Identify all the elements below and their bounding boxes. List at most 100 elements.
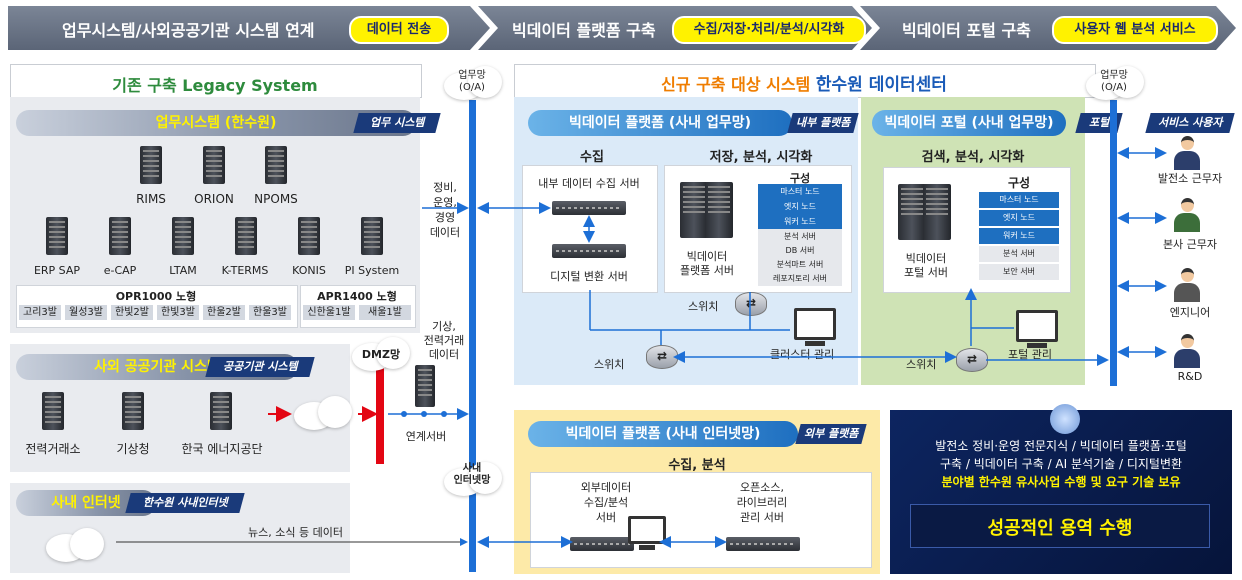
collect-server-label: 내부 데이터 수집 서버: [538, 177, 640, 190]
system-label: RIMS: [136, 192, 166, 206]
ota-left-label: 업무망 (O/A): [458, 70, 486, 93]
news-data-label: 뉴스, 소식 등 데이터: [248, 526, 343, 539]
component-label: 분석 서버: [758, 229, 842, 244]
component-label: 분석마트 서버: [758, 257, 842, 272]
plant-label: 한빛2발: [111, 305, 153, 320]
storage-title: 저장, 분석, 시각화: [709, 150, 813, 165]
portal-section-title: 검색, 분석, 시각화: [921, 150, 1025, 165]
server-icon: [203, 146, 225, 184]
portal-mgmt-label: 포털 관리: [1008, 348, 1052, 361]
system-label: K-TERMS: [221, 264, 269, 277]
component-label: 워커 노드: [758, 214, 842, 229]
rack-server-icon: [552, 244, 626, 258]
bigdata-internal-title: 빅데이터 플랫폼 (사내 업무망): [528, 110, 792, 136]
external-box: [530, 472, 872, 568]
server-icon: [361, 217, 383, 255]
oss-server-label: 오픈소스, 라이브러리 관리 서버: [736, 481, 788, 524]
server-icon: [265, 146, 287, 184]
user-label: 발전소 근무자: [1157, 172, 1223, 185]
banner-step-2-pill: 수집/저장·처리/분석/시각화: [672, 16, 866, 44]
business-systems-title: 업무시스템 (한수원): [16, 110, 416, 136]
component-label: 보안 서버: [979, 264, 1059, 280]
component-label: 분석 서버: [979, 246, 1059, 262]
switch-bottom-label: 스위치: [594, 358, 625, 371]
system-label: KONIS: [292, 264, 326, 277]
banner-step-3-pill: 사용자 웹 분석 서비스: [1052, 16, 1218, 44]
decorative-circle: [1050, 404, 1080, 434]
dmz-line: [376, 358, 384, 464]
server-icon: [705, 182, 733, 238]
server-icon: [172, 217, 194, 255]
laptop-icon: [628, 516, 666, 550]
component-label: 레포지토리 서버: [758, 271, 842, 286]
system-label: 전력거래소: [25, 442, 81, 456]
ext-server-label: 외부데이터 수집/분석 서버: [580, 481, 632, 524]
server-icon: [923, 184, 951, 240]
plant-label: 월성3발: [65, 305, 107, 320]
system-label: NPOMS: [254, 192, 298, 206]
plant-label: 한빛3발: [157, 305, 199, 320]
component-label: 엣지 노드: [758, 199, 842, 214]
component-label: 마스터 노드: [979, 192, 1059, 208]
cloud-icon: [1080, 64, 1150, 100]
cloud-icon: [438, 64, 508, 100]
dmz-label: DMZ망: [361, 348, 401, 361]
plant-label: 한울2발: [203, 305, 245, 320]
cloud-icon: [288, 394, 358, 430]
worker-icon: [1172, 198, 1202, 232]
rack-server-icon: [570, 537, 634, 551]
rack-server-icon: [552, 201, 626, 215]
server-icon: [46, 217, 68, 255]
server-icon: [42, 392, 64, 430]
server-icon: [109, 217, 131, 255]
switch-icon: ⇄: [646, 345, 678, 369]
summary-line-3: 분야별 한수원 유사사업 수행 및 요구 기술 보유: [941, 475, 1181, 489]
oa-network-line-right: [1110, 100, 1117, 386]
system-label: 한국 에너지공단: [181, 442, 263, 456]
monitor-icon: [794, 308, 836, 346]
server-icon: [235, 217, 257, 255]
summary-line-2: 구축 / 빅데이터 구축 / AI 분석기술 / 디지털변환: [939, 457, 1183, 471]
plant-label: 새울1발: [359, 305, 411, 320]
user-label: 엔지니어: [1169, 306, 1211, 319]
server-icon: [140, 146, 162, 184]
component-label: 마스터 노드: [758, 184, 842, 199]
cloud-icon: [346, 335, 416, 371]
digital-server-label: 디지털 변환 서버: [550, 270, 628, 283]
system-label: ORION: [194, 192, 234, 206]
user-label: R&D: [1177, 370, 1203, 383]
internal-internet-label: 사내 인터넷망: [453, 463, 491, 486]
researcher-icon: [1172, 334, 1202, 368]
banner-step-3-title: 빅데이터 포털 구축: [902, 21, 1031, 40]
compose-title: 구성: [789, 172, 811, 185]
system-label: ERP SAP: [33, 264, 81, 277]
external-section-title: 수집, 분석: [668, 458, 726, 473]
legacy-title: 기존 구축 Legacy System: [112, 76, 318, 95]
bigdata-portal-title: 빅데이터 포털 (사내 업무망): [872, 110, 1066, 136]
system-label: e-CAP: [103, 264, 137, 277]
rack-server-icon: [726, 537, 800, 551]
component-label: 워커 노드: [979, 228, 1059, 244]
opr1000-title: OPR1000 노형: [115, 290, 197, 303]
server-icon: [898, 184, 926, 240]
maintenance-data-label: 정비, 운영, 경영 데이터: [429, 181, 461, 239]
server-icon: [298, 217, 320, 255]
apr1400-title: APR1400 노형: [317, 290, 397, 303]
cloud-icon: [438, 460, 508, 496]
component-label: DB 서버: [758, 243, 842, 258]
plant-label: 한울3발: [249, 305, 291, 320]
cloud-icon: [40, 526, 110, 562]
server-icon: [122, 392, 144, 430]
success-box: [910, 504, 1210, 548]
ota-right-label: 업무망 (O/A): [1100, 70, 1128, 93]
component-label: 엣지 노드: [979, 210, 1059, 226]
monitor-icon: [1016, 310, 1058, 348]
new-system-title: 신규 구축 대상 시스템 한수원 데이터센터: [661, 75, 947, 95]
success-label: 성공적인 용역 수행: [987, 518, 1133, 539]
weather-data-label: 기상, 전력거래 데이터: [423, 320, 465, 361]
server-icon: [415, 365, 435, 407]
bigdata-external-title: 빅데이터 플랫폼 (사내 인터넷망): [528, 421, 798, 447]
server-icon: [680, 182, 708, 238]
platform-server-label: 빅데이터 플랫폼 서버: [679, 250, 735, 277]
